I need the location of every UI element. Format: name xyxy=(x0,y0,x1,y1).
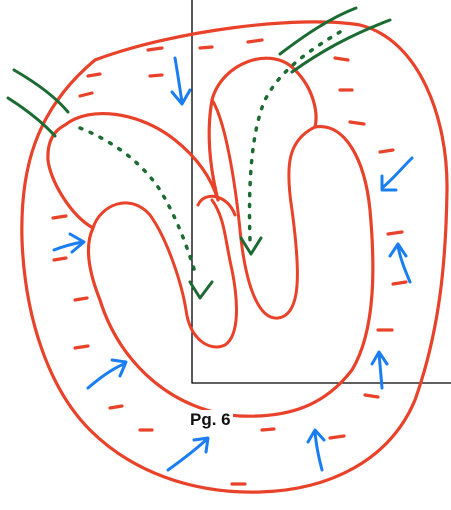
axes xyxy=(192,0,451,383)
flow-dotted-line xyxy=(80,128,195,272)
arrow-icon xyxy=(88,360,126,388)
charge-mark xyxy=(110,406,122,408)
arrow-icon xyxy=(308,430,324,470)
charge-mark xyxy=(262,429,274,430)
charge-mark xyxy=(150,75,162,76)
charge-mark xyxy=(393,282,406,284)
charge-mark xyxy=(388,232,402,234)
charge-mark xyxy=(248,40,262,42)
charge-mark xyxy=(365,395,378,397)
arrow-icon xyxy=(390,244,410,282)
arrow-icon xyxy=(382,158,412,190)
charge-mark xyxy=(330,436,344,438)
charge-mark xyxy=(53,216,66,218)
charge-mark xyxy=(75,346,88,348)
charge-mark xyxy=(350,122,364,124)
charge-mark xyxy=(200,47,212,48)
outer-outline xyxy=(22,22,447,492)
charge-mark xyxy=(75,298,87,300)
charge-mark xyxy=(148,48,162,50)
inner-outline xyxy=(48,58,373,416)
inner-fold-right xyxy=(212,100,315,318)
arrow-icon xyxy=(168,438,208,470)
charge-mark xyxy=(335,58,348,60)
arrow-icon xyxy=(190,282,212,298)
flow-dotted-line xyxy=(250,32,340,240)
inner-fold-left xyxy=(93,200,236,347)
flow-line xyxy=(280,8,356,54)
charge-mark xyxy=(380,150,393,152)
charge-mark xyxy=(54,258,66,260)
page-number-label: Pg. 6 xyxy=(188,410,233,430)
arrow-icon xyxy=(172,58,190,104)
charge-mark xyxy=(80,93,92,96)
charge-mark xyxy=(88,74,100,76)
flow-lines xyxy=(8,8,390,136)
force-arrows xyxy=(54,58,412,470)
flow-line xyxy=(292,20,390,72)
arrow-icon xyxy=(54,234,84,252)
